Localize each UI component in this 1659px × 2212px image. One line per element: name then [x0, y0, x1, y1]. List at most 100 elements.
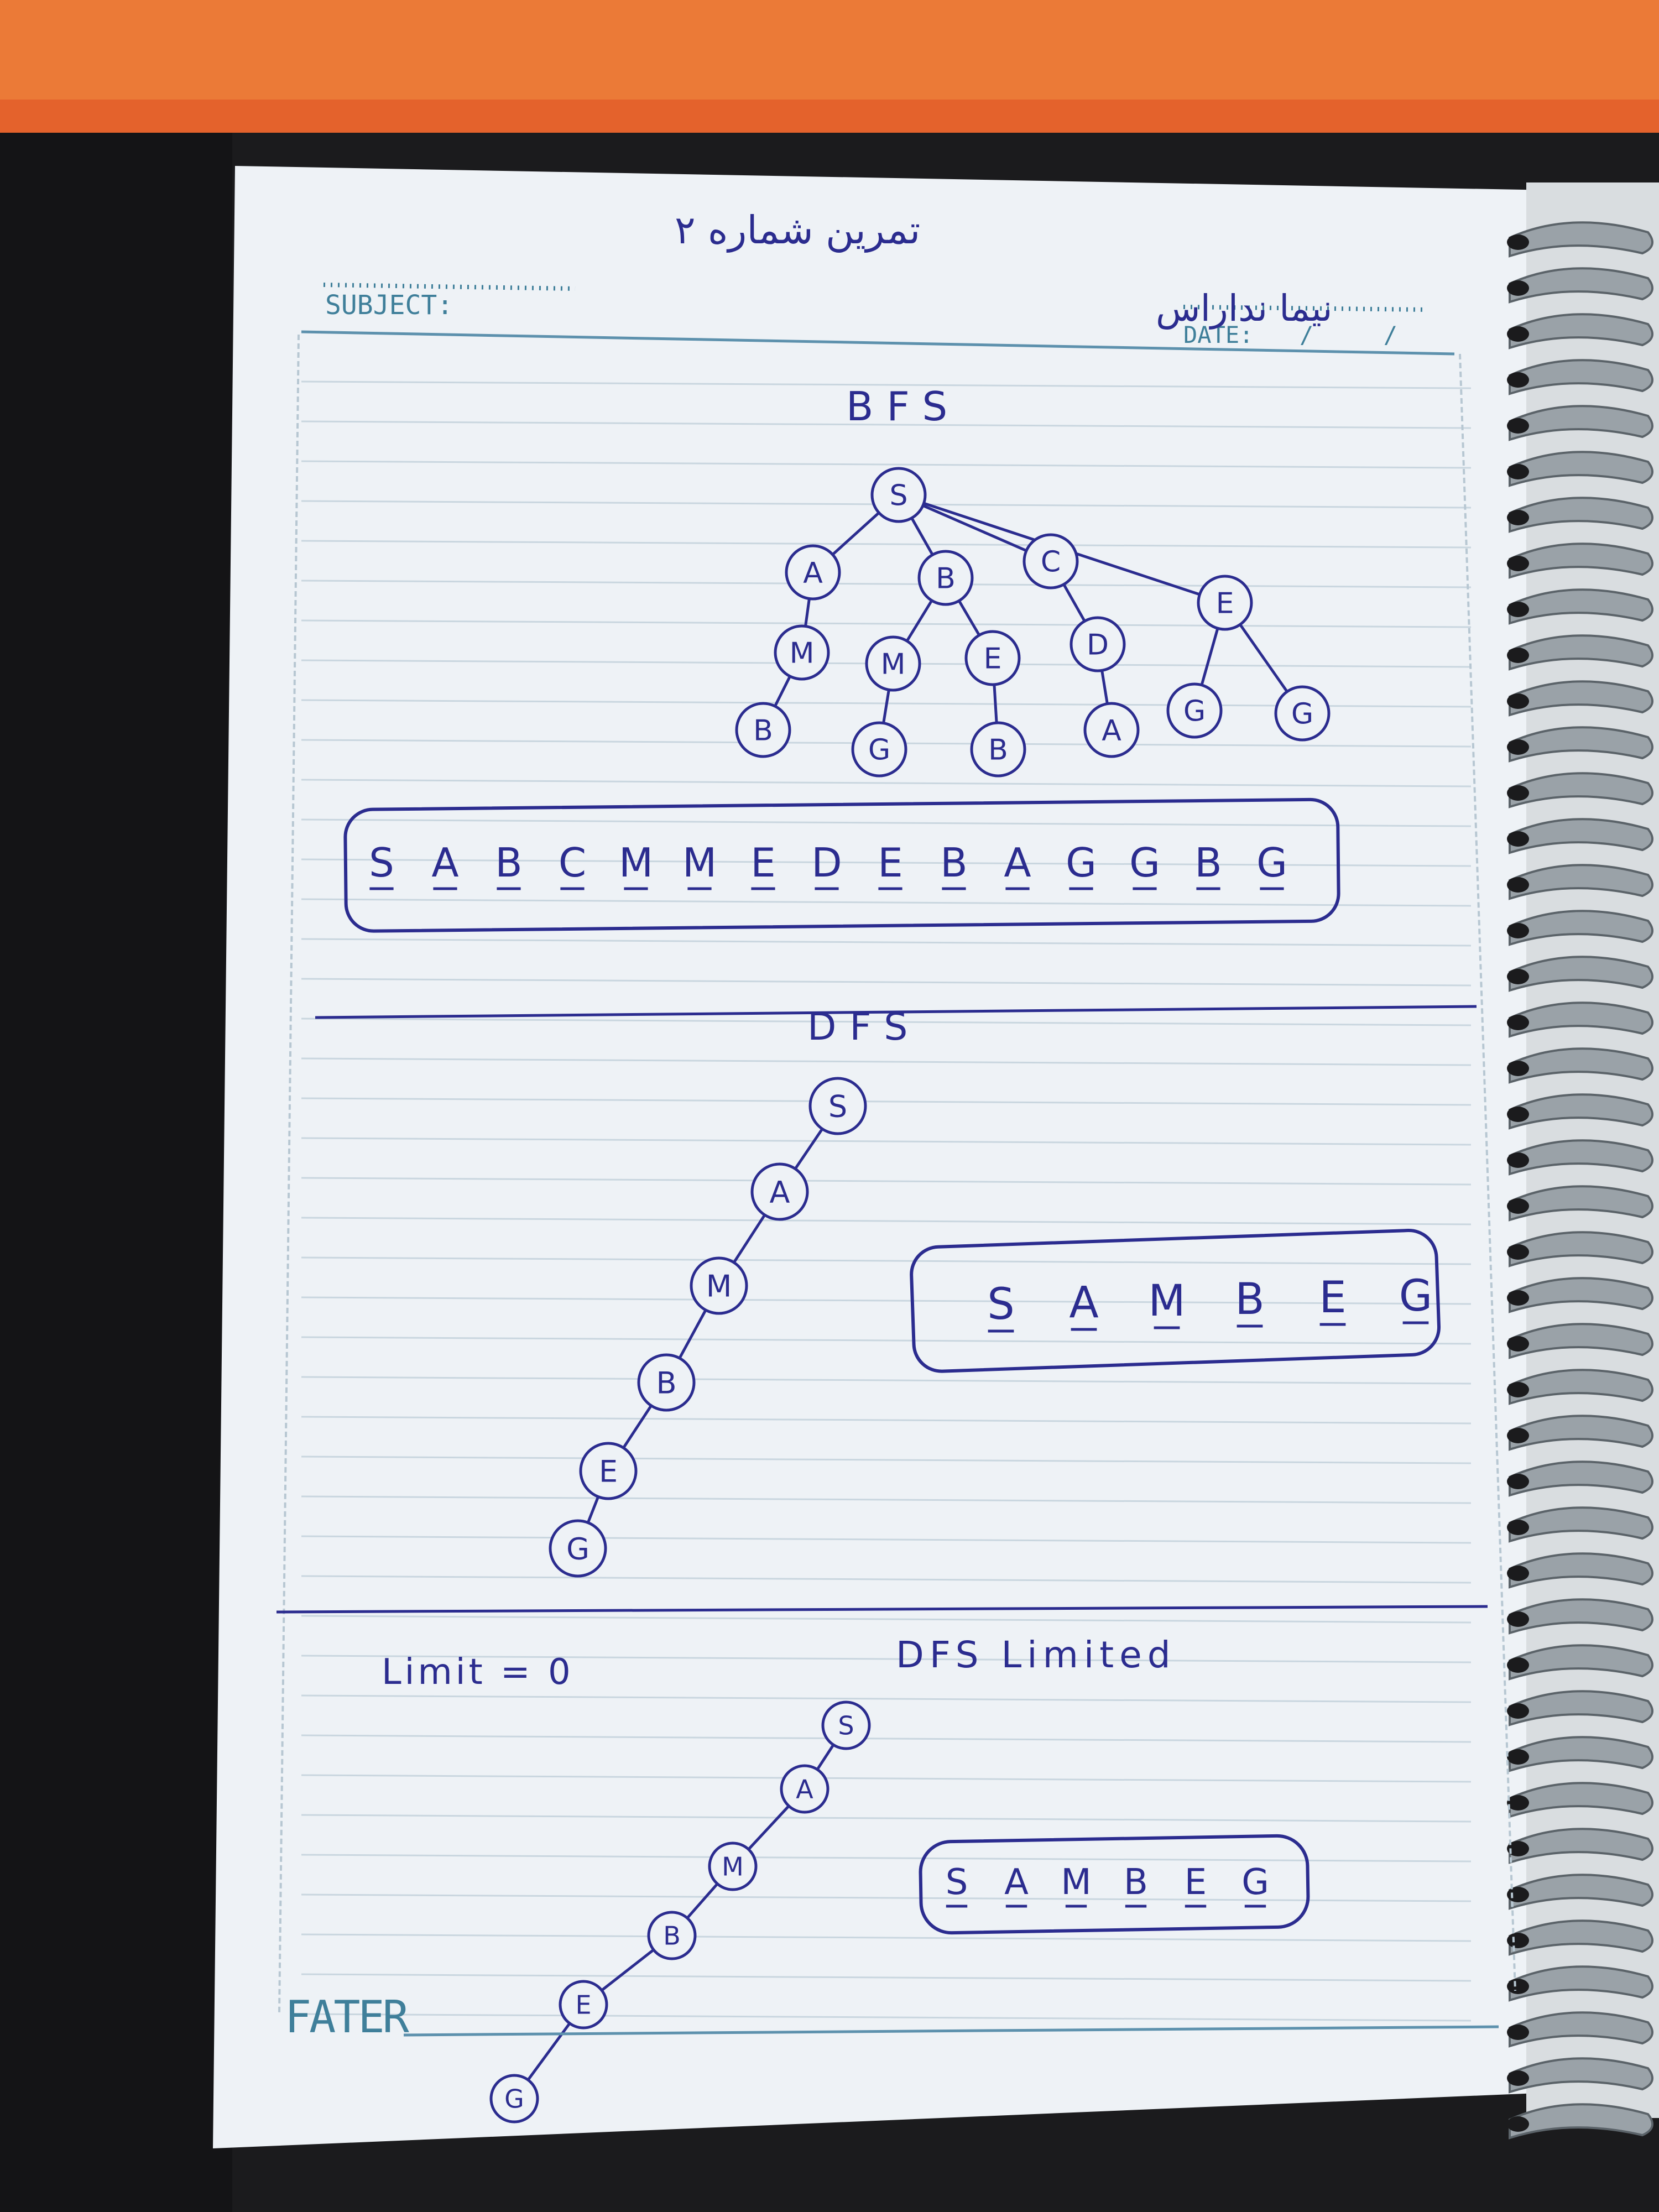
ruled-line — [301, 1097, 1472, 1106]
bfs-node-label: A — [1102, 714, 1121, 748]
dfs-limited-node-circle — [489, 2074, 539, 2124]
right-margin-line — [1459, 353, 1516, 1991]
ruled-line — [301, 1694, 1472, 1703]
footer-label: FATER — [285, 1991, 410, 2043]
left-margin-line — [278, 334, 300, 2013]
binder-ring — [1509, 1598, 1653, 1635]
bfs-node-circle — [870, 467, 927, 523]
punch-hole — [1507, 1198, 1529, 1214]
ruled-line — [301, 1893, 1472, 1902]
bfs-node-label: C — [1041, 546, 1061, 579]
ruled-line — [301, 460, 1472, 469]
binder-ring — [1509, 542, 1653, 579]
ruled-line — [301, 1655, 1472, 1663]
binder-ring — [1509, 1415, 1653, 1451]
bfs-result-letter: G — [1066, 839, 1097, 886]
bfs-node-label: E — [1216, 587, 1234, 620]
binder-ring — [1509, 1644, 1653, 1681]
ruled-line — [301, 779, 1472, 787]
ruled-line — [301, 1495, 1472, 1504]
binder-ring — [1509, 1093, 1653, 1130]
dfs-limited-result-box — [919, 1834, 1310, 1935]
ruled-line — [301, 1177, 1472, 1186]
punch-hole — [1507, 877, 1529, 893]
bfs-node-circle — [735, 702, 791, 758]
ruled-line — [301, 1854, 1472, 1863]
bfs-node-label: G — [1291, 698, 1313, 731]
punch-hole — [1507, 602, 1529, 617]
punch-hole — [1507, 1933, 1529, 1948]
ruled-line — [301, 1376, 1472, 1385]
bfs-result-letter: D — [811, 839, 842, 886]
bfs-heading: BFS — [846, 383, 961, 430]
bfs-node-label: S — [889, 479, 907, 513]
punch-hole — [1507, 1244, 1529, 1260]
bfs-node-circle — [1083, 702, 1140, 758]
punch-hole — [1507, 1290, 1529, 1306]
ruled-line — [301, 1336, 1472, 1345]
binder-ring — [1509, 1460, 1653, 1497]
bfs-node-label: A — [803, 557, 823, 590]
dfs-result-box — [910, 1229, 1441, 1373]
date-label: DATE: — [1183, 321, 1253, 348]
binder-ring — [1509, 1185, 1653, 1222]
bfs-node-circle — [851, 721, 907, 778]
ruled-line — [301, 938, 1472, 947]
dfs-node-label: G — [566, 1531, 589, 1566]
ruled-line — [301, 1217, 1472, 1225]
bfs-node-label: M — [881, 648, 906, 681]
ruled-line — [301, 1455, 1472, 1464]
binder-ring — [1509, 2011, 1653, 2048]
punch-hole — [1507, 418, 1529, 434]
dfs-result-letter: B — [1235, 1275, 1265, 1324]
ruled-line — [301, 1575, 1472, 1584]
binder-ring — [1509, 451, 1653, 487]
ruled-line — [301, 818, 1472, 827]
binder-ring — [1509, 680, 1653, 717]
punch-hole — [1507, 923, 1529, 938]
binder-ring — [1509, 1919, 1653, 1956]
binder-ring — [1509, 1323, 1653, 1359]
binder-ring — [1509, 1001, 1653, 1038]
bfs-node-circle — [1197, 575, 1253, 631]
bfs-node-label: B — [988, 734, 1008, 767]
dfs-limited-node-circle — [821, 1700, 871, 1750]
dfs-limited-node-label: B — [663, 1921, 681, 1951]
dfs-node-circle — [579, 1442, 638, 1500]
punch-hole — [1507, 1152, 1529, 1168]
dfs-result-letter: M — [1148, 1276, 1185, 1326]
dfs-limited-node-label: A — [796, 1775, 813, 1804]
dfs-node-label: B — [656, 1365, 676, 1400]
bfs-result-letter: G — [1129, 839, 1160, 886]
punch-hole — [1507, 1703, 1529, 1719]
bfs-node-circle — [785, 544, 841, 601]
binder-ring — [1509, 1965, 1653, 2002]
binder-ring — [1509, 1690, 1653, 1726]
punch-hole — [1507, 280, 1529, 296]
dfs-limited-node-label: G — [504, 2084, 524, 2114]
binder-ring — [1509, 1874, 1653, 1910]
dfs-result-letter: E — [1319, 1273, 1346, 1323]
bfs-node-circle — [964, 630, 1021, 686]
binder-ring — [1509, 1139, 1653, 1176]
binder-ring — [1509, 1552, 1653, 1589]
ring-binding — [1507, 182, 1659, 2140]
punch-hole — [1507, 234, 1529, 250]
footer-rule — [403, 2025, 1499, 2037]
binder-ring — [1509, 1828, 1653, 1864]
bfs-node-label: G — [868, 734, 890, 767]
dfs-limited-node-circle — [559, 1980, 608, 2030]
punch-hole — [1507, 326, 1529, 342]
punch-hole — [1507, 1520, 1529, 1535]
binder-ring — [1509, 221, 1653, 258]
ruled-line — [301, 580, 1472, 588]
bfs-node-circle — [1166, 682, 1223, 739]
ruled-line — [301, 380, 1472, 389]
bfs-node-circle — [865, 635, 921, 692]
ruled-line — [301, 898, 1472, 907]
dfs-limited-result-letter: M — [1061, 1862, 1091, 1903]
ruled-line — [301, 1774, 1472, 1783]
binder-ring — [1509, 910, 1653, 946]
